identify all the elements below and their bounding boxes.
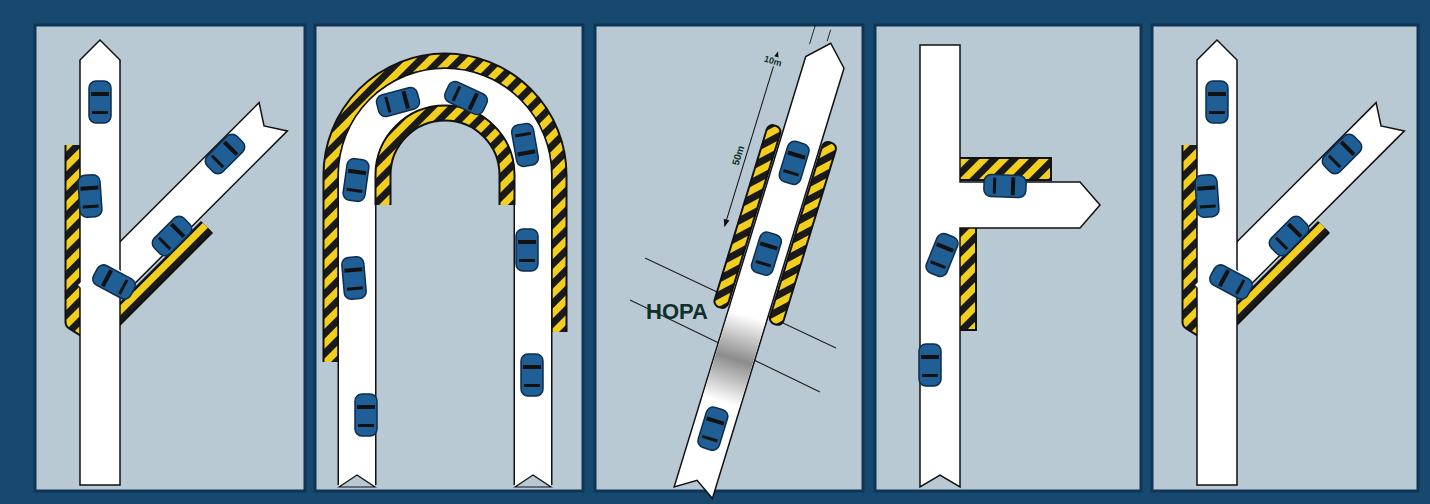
y-junction-exercise [73,40,287,485]
u-turn-exercise [331,61,559,487]
y-junction-exercise-repeat [1190,40,1404,485]
panel-grounds [35,25,1418,491]
zone-label: HOPA [646,299,708,325]
braking-exercise [630,16,869,503]
t-junction-exercise [919,45,1100,487]
